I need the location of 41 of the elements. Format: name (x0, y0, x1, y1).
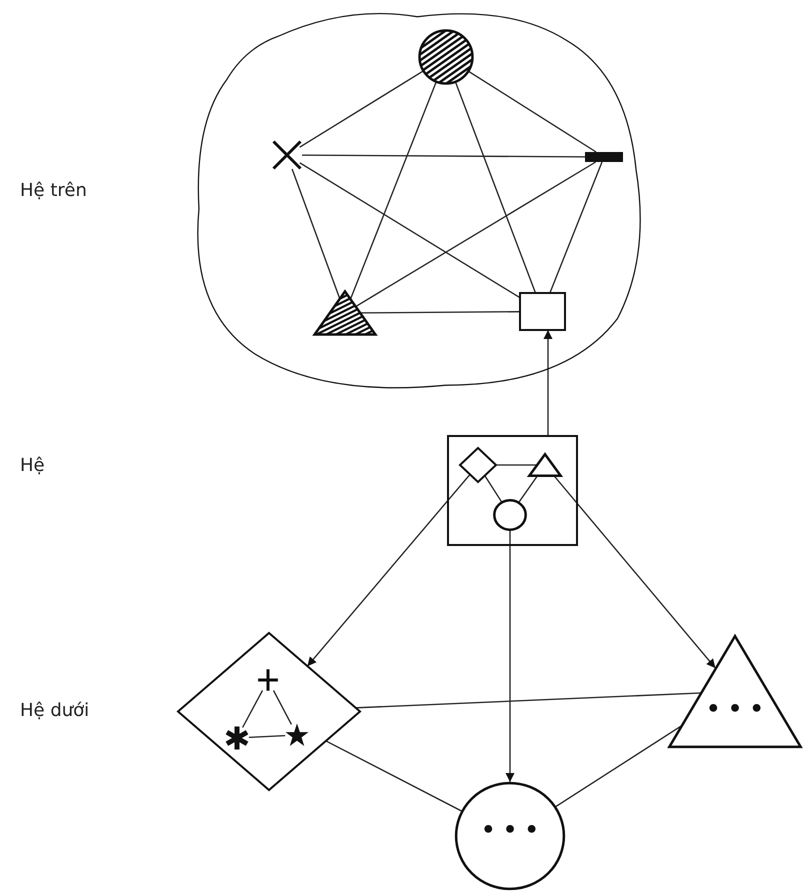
connector-line (299, 162, 520, 298)
connector-line (496, 464, 537, 466)
connector-line (555, 726, 682, 808)
connector-line (454, 82, 536, 294)
arrow (506, 530, 514, 782)
level-label: Hệ (20, 455, 45, 476)
arrow (544, 330, 552, 436)
plus-symbol (257, 668, 279, 692)
connector-line (350, 82, 437, 300)
triangle-node: • • • (668, 635, 802, 748)
asterisk-symbol (225, 726, 249, 750)
connector-line (356, 692, 701, 708)
connector-line (299, 70, 424, 148)
triangle-symbol (529, 454, 561, 476)
circle-symbol (419, 30, 473, 84)
connector-line (468, 70, 596, 153)
connector-line (360, 311, 520, 314)
connector-line (484, 475, 502, 503)
connector-line (518, 476, 538, 503)
arrow (554, 476, 716, 669)
bar-symbol (585, 152, 623, 162)
system-box (448, 436, 577, 545)
cross-symbol (272, 140, 302, 170)
star-symbol (285, 723, 309, 747)
connector-line (242, 690, 264, 728)
connector-line (326, 740, 462, 812)
circle-symbol (494, 500, 526, 530)
connector-line (356, 161, 596, 307)
arrow (306, 474, 470, 667)
diamond-symbol (460, 448, 496, 482)
level-label: Hệ dưới (20, 700, 90, 721)
triangle-symbol (314, 291, 376, 335)
diamond-boundary (178, 633, 360, 790)
square-symbol (520, 293, 565, 330)
connector-line (549, 162, 603, 294)
connector-line (248, 734, 286, 738)
connector-line (291, 168, 340, 299)
circle-node: • • • (455, 782, 565, 890)
connector-line (272, 690, 292, 725)
level-label: Hệ trên (20, 180, 87, 201)
connector-line (302, 154, 585, 158)
